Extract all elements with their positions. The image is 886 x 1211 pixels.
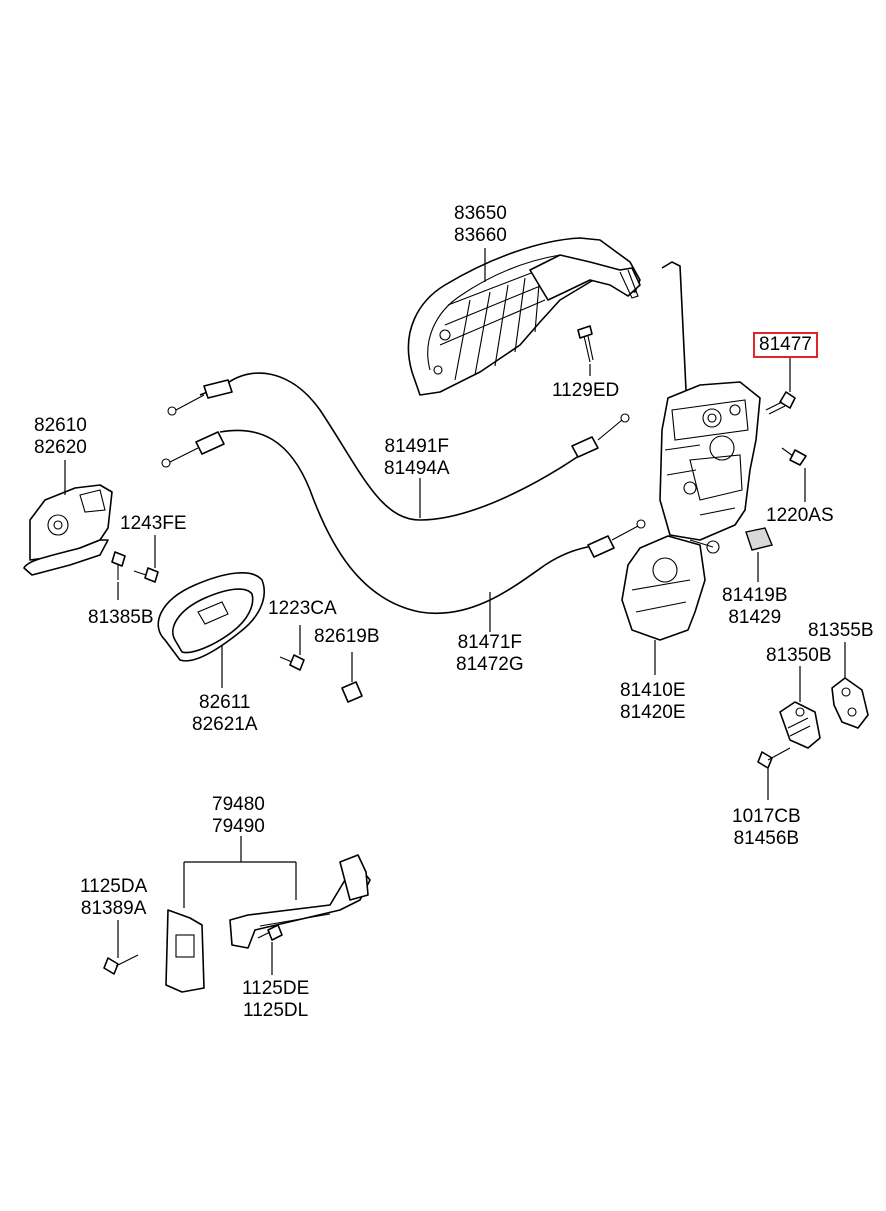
label-82619b: 82619B xyxy=(314,626,380,648)
label-81350b: 81350B xyxy=(766,645,832,667)
door-checker-drawing xyxy=(165,854,371,993)
checker-bolt-right-drawing xyxy=(257,924,283,941)
part-number: 81385B xyxy=(88,607,154,628)
part-number: 81429 xyxy=(728,607,782,628)
part-number: 83660 xyxy=(454,225,507,246)
part-number: 81389A xyxy=(80,898,147,919)
label-1223ca: 1223CA xyxy=(268,598,337,620)
label-actuator: 81410E 81420E xyxy=(620,680,686,724)
cap-drawing xyxy=(341,681,363,703)
door-latch-drawing xyxy=(659,381,761,541)
label-checker-bolt-left: 1125DA 81389A xyxy=(80,876,147,920)
label-81385b: 81385B xyxy=(88,607,154,629)
label-pad: 81419B 81429 xyxy=(722,585,788,629)
latch-rod xyxy=(661,261,687,391)
part-number: 83650 xyxy=(454,203,507,224)
part-number: 81410E xyxy=(620,680,686,701)
part-number: 81350B xyxy=(766,645,832,666)
part-number: 82621A xyxy=(192,714,258,735)
leader-checker xyxy=(183,836,297,908)
part-number: 81420E xyxy=(620,702,686,723)
label-81477-highlighted[interactable]: 81477 xyxy=(753,332,818,358)
lower-cable-drawing xyxy=(161,429,646,615)
part-number: 1220AS xyxy=(766,505,834,526)
label-1129ed: 1129ED xyxy=(552,380,619,402)
part-number: 79490 xyxy=(212,816,265,837)
part-number: 82620 xyxy=(34,437,87,458)
label-82610: 82610 82620 xyxy=(34,415,87,459)
screw-1243fe-drawing xyxy=(133,567,159,583)
actuator-drawing xyxy=(621,535,720,641)
checker-bolt-left-drawing xyxy=(103,954,139,975)
part-number: 81471F xyxy=(457,632,523,653)
part-number: 82619B xyxy=(314,626,380,647)
label-checker: 79480 79490 xyxy=(212,794,265,838)
screw-81477-drawing xyxy=(765,391,796,415)
part-number: 81472G xyxy=(456,654,524,675)
inner-handle-drawing xyxy=(157,572,265,662)
part-number: 82610 xyxy=(34,415,87,436)
striker-bolt-drawing xyxy=(757,747,791,769)
label-outside-handle: 83650 83660 xyxy=(454,203,507,247)
screw-1220as-drawing xyxy=(781,447,807,466)
part-number: 81494A xyxy=(384,458,450,479)
label-checker-bolt-right: 1125DE 1125DL xyxy=(242,978,309,1022)
shim-drawing xyxy=(831,677,869,729)
pad-drawing xyxy=(745,527,773,551)
inner-handle-housing-drawing xyxy=(23,484,113,576)
screw-1129ed-drawing xyxy=(577,325,594,363)
part-number: 1243FE xyxy=(120,513,187,534)
label-1243fe: 1243FE xyxy=(120,513,187,535)
part-number: 81491F xyxy=(384,436,449,457)
striker-drawing xyxy=(779,701,821,749)
part-number: 1129ED xyxy=(552,380,620,401)
part-number: 1125DE xyxy=(242,978,310,999)
part-number: 1223CA xyxy=(268,598,337,619)
label-striker-bolt: 1017CB 81456B xyxy=(732,806,801,850)
label-inner-handle: 82611 82621A xyxy=(192,692,258,736)
part-number: 81456B xyxy=(733,828,800,849)
part-number: 81477 xyxy=(759,334,812,355)
label-lower-cable: 81471F 81472G xyxy=(456,632,524,676)
label-upper-cable: 81491F 81494A xyxy=(384,436,450,480)
label-1220as: 1220AS xyxy=(766,505,834,527)
screw-1223ca-drawing xyxy=(279,654,305,671)
upper-cable-drawing xyxy=(167,372,630,521)
part-number: 1017CB xyxy=(732,806,801,827)
part-number: 81355B xyxy=(808,620,874,641)
part-number: 79480 xyxy=(212,794,265,815)
part-number: 1125DA xyxy=(80,876,148,897)
label-81355b: 81355B xyxy=(808,620,874,642)
part-number: 82611 xyxy=(199,692,251,713)
outside-handle-drawing xyxy=(407,237,641,396)
part-number: 81419B xyxy=(722,585,788,606)
clip-81385b-drawing xyxy=(111,551,126,580)
part-number: 1125DL xyxy=(243,1000,309,1021)
